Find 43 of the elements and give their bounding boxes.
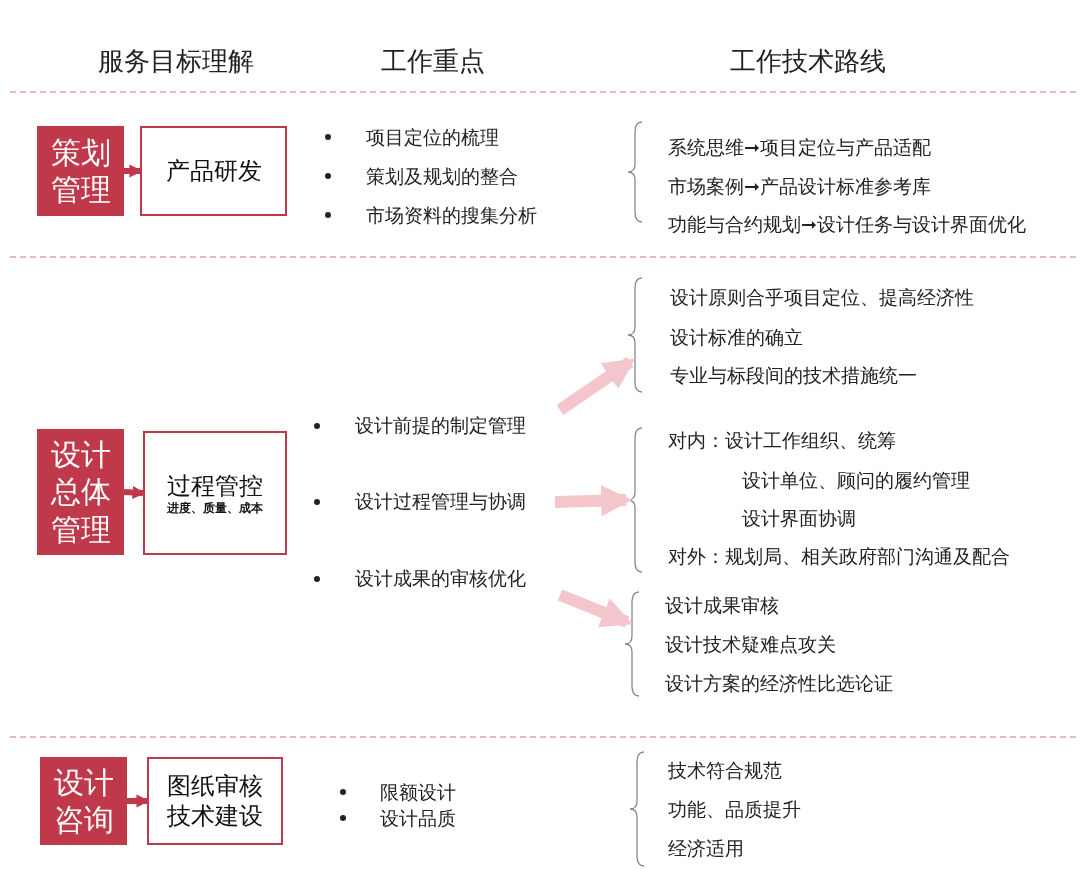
focus-box	[147, 757, 283, 845]
route-text: 对外：规划局、相关政府部门沟通及配合	[668, 545, 1010, 568]
bullet-text: 设计前提的制定管理	[355, 414, 526, 437]
bullet-text: 设计过程管理与协调	[355, 490, 526, 513]
route-text: 设计方案的经济性比选论证	[665, 672, 893, 695]
route-text: 设计界面协调	[742, 507, 856, 530]
route-text: 设计技术疑难点攻关	[665, 633, 836, 656]
focus-box	[143, 431, 287, 555]
route-text: 经济适用	[668, 836, 744, 860]
arrow	[554, 485, 633, 517]
column-header: 服务目标理解	[98, 46, 254, 78]
arrow	[557, 589, 633, 628]
category-title: 设计总体管理	[49, 435, 112, 549]
column-header: 工作技术路线	[730, 46, 886, 78]
category-title: 设计咨询	[52, 763, 115, 839]
route-text: 功能与合约规划➞设计任务与设计界面优化	[668, 212, 1026, 236]
route-text: 设计单位、顾问的履约管理	[742, 469, 970, 492]
box-subtitle: 进度、质量、成本	[166, 500, 264, 516]
route-text: 技术符合规范	[668, 758, 782, 782]
arrow	[556, 357, 636, 415]
route-text: 市场案例➞产品设计标准参考库	[668, 174, 931, 198]
category-box	[37, 429, 124, 555]
category-box	[40, 757, 127, 845]
route-text: 设计原则合乎项目定位、提高经济性	[670, 286, 974, 309]
route-text: 系统思维➞项目定位与产品适配	[668, 135, 931, 159]
bullet-text: 项目定位的梳理	[366, 125, 499, 149]
box-title: 过程管控	[166, 470, 264, 501]
route-text: 功能、品质提升	[668, 797, 801, 821]
route-text: 对内：设计工作组织、统筹	[668, 429, 896, 452]
bullet-text: 设计品质	[380, 806, 456, 830]
route-text: 设计标准的确立	[670, 326, 803, 349]
focus-box	[140, 126, 287, 216]
category-box	[37, 126, 124, 216]
route-text: 设计成果审核	[665, 594, 779, 617]
bullet-text: 限额设计	[380, 780, 456, 804]
route-text: 专业与标段间的技术措施统一	[670, 364, 917, 387]
box-title: 图纸审核技术建设	[166, 771, 264, 831]
column-header: 工作重点	[381, 46, 485, 78]
box-title: 产品研发	[164, 156, 263, 186]
bullet-text: 设计成果的审核优化	[355, 567, 526, 590]
bullet-text: 策划及规划的整合	[366, 164, 518, 188]
category-title: 策划管理	[49, 133, 112, 209]
bullet-text: 市场资料的搜集分析	[366, 203, 537, 227]
